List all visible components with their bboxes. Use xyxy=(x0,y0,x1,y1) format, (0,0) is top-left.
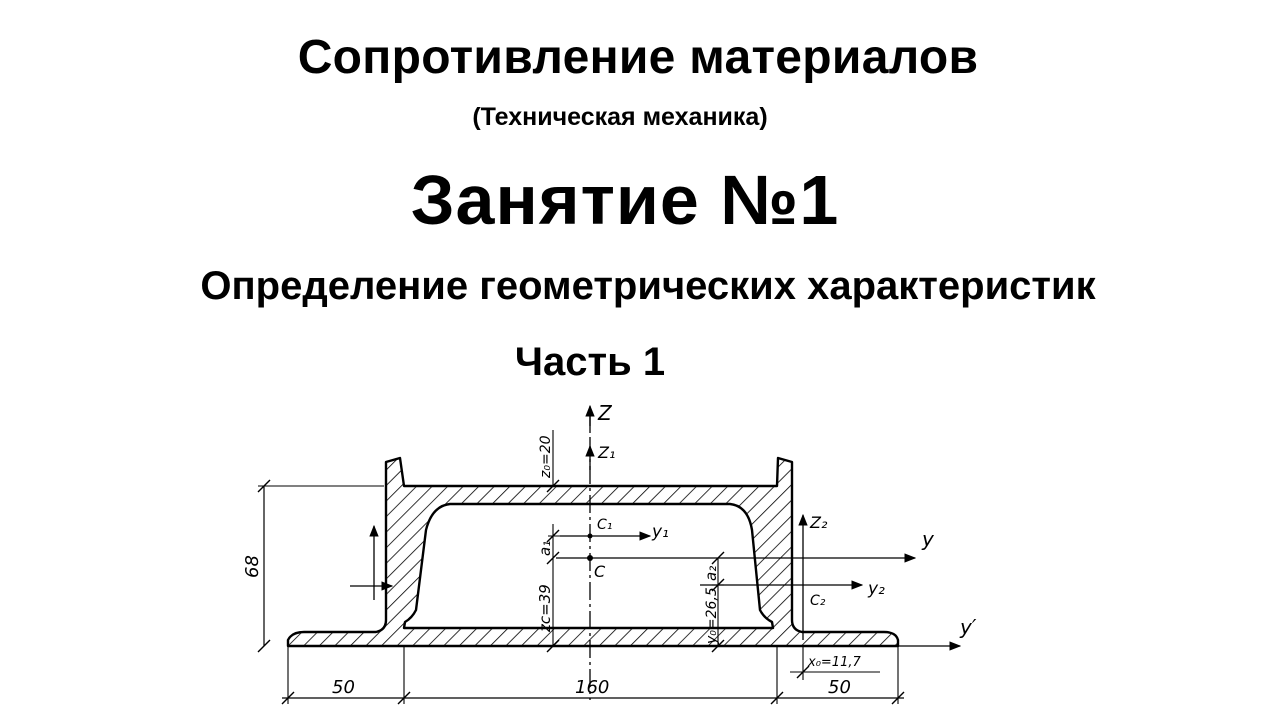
dim-flange-right: 50 xyxy=(828,677,851,698)
dim-x0: x₀=11,7 xyxy=(807,655,861,670)
lesson-title: Занятие №1 xyxy=(410,161,840,239)
dim-y0: y₀=26,5 xyxy=(704,587,720,645)
part-title: Часть 1 xyxy=(514,340,666,384)
label-c1: C₁ xyxy=(597,517,612,533)
dim-web-span: 160 xyxy=(575,677,609,698)
point-c xyxy=(587,555,593,561)
label-z: Z xyxy=(597,401,613,425)
dim-flange-left: 50 xyxy=(332,677,355,698)
label-y2: y₂ xyxy=(867,579,885,599)
main-title: Сопротивление материалов xyxy=(297,31,979,84)
subtitle: (Техническая механика) xyxy=(472,103,768,131)
label-c2: C₂ xyxy=(810,593,826,609)
label-y1: y₁ xyxy=(651,522,669,542)
label-y: y xyxy=(921,527,935,551)
label-a1: a₁ xyxy=(536,541,554,556)
label-c: C xyxy=(594,562,606,581)
dim-zc: zc=39 xyxy=(536,584,554,633)
label-z2: Z₂ xyxy=(809,513,828,532)
dim-z0: z₀=20 xyxy=(538,435,554,479)
label-z1: Z₁ xyxy=(597,443,615,462)
dim-height: 68 xyxy=(242,555,263,578)
section-shape xyxy=(286,456,900,648)
label-a2: a₂ xyxy=(702,566,720,581)
topic-title: Определение геометрических характеристик xyxy=(200,264,1096,308)
label-y-prime: y′ xyxy=(959,615,977,639)
